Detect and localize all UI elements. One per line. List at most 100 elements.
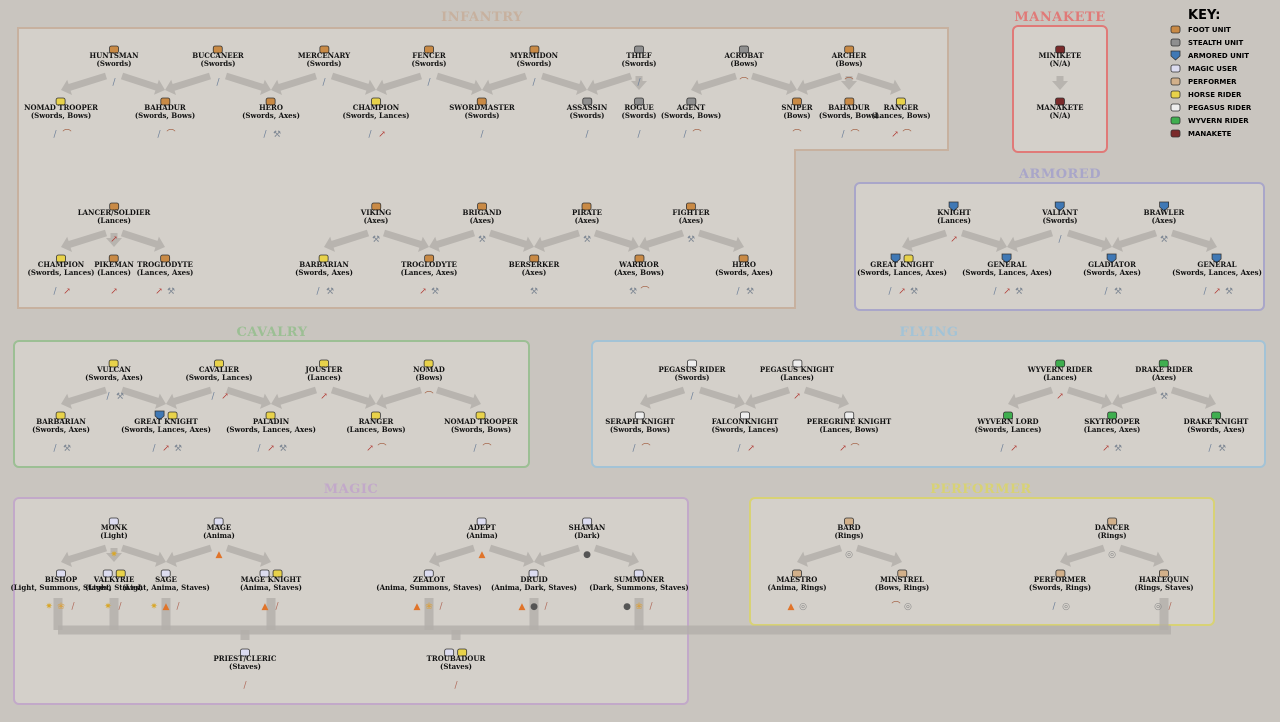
lance-icon: ↗ [155, 287, 163, 297]
class-icons [226, 406, 316, 420]
class-node: BARBARIAN(Swords, Axes)/⚒ [295, 249, 353, 297]
weapon-icons: /⚒ [715, 279, 773, 297]
class-name: BRIGAND [462, 208, 502, 217]
class-name: BAHADUR [828, 103, 870, 112]
class-icons [605, 406, 675, 420]
promotion-arrow [429, 544, 475, 567]
class-name: MANAKETE [1036, 103, 1084, 112]
foot-icon [424, 254, 434, 263]
class-node: SAGE(Light, Anima, Staves)✷▲/ [122, 564, 210, 612]
class-weapons: (Bows) [783, 111, 811, 120]
promotion-arrow [1007, 229, 1053, 252]
magic-panel [13, 497, 689, 705]
class-node: DRAKE KNIGHT(Swords, Axes)/⚒ [1184, 406, 1249, 454]
class-icons [24, 92, 98, 106]
wyvern-icon [1003, 411, 1013, 420]
class-weapons: (Swords, Bows) [818, 111, 880, 120]
lance-icon: ↗ [1102, 444, 1110, 454]
horse-icon [457, 648, 468, 657]
weapon-icons: / [622, 70, 657, 88]
magic-icon [634, 569, 644, 578]
class-name: FENCER [412, 51, 446, 60]
foot-icon [634, 254, 644, 263]
foot-icon [477, 202, 487, 211]
horse-icon [371, 411, 381, 420]
weapon-icons: / [622, 122, 657, 140]
sword-icon: / [53, 444, 57, 454]
class-weapons: (Swords, Axes) [1083, 268, 1141, 277]
class-name: HERO [732, 260, 756, 269]
class-node: ACROBAT(Bows)⌒ [724, 40, 764, 88]
class-weapons: (Swords, Lances, Axes) [1172, 268, 1262, 277]
horse-icon [319, 254, 329, 263]
sword-icon: / [53, 130, 57, 140]
class-weapons: (Swords) [464, 111, 500, 120]
class-weapons: (Lances) [97, 216, 131, 225]
class-name: MINIKETE [1038, 51, 1082, 60]
class-icons [509, 249, 560, 263]
promotion-arrow [1171, 229, 1217, 252]
foot-icon [529, 254, 539, 263]
class-name: VALKYRIE [93, 575, 135, 584]
class-icons [203, 512, 235, 526]
pegasus-icon [635, 411, 645, 420]
armored-icon [154, 410, 165, 421]
class-node: SERAPH KNIGHT(Swords, Bows)/⌒ [605, 406, 675, 454]
class-weapons: (Swords) [200, 59, 236, 68]
class-node: SUMMONER(Dark, Summons, Staves)●❀/ [589, 564, 689, 612]
stealth-icon [582, 97, 592, 106]
axe-icon: ⚒ [745, 287, 755, 297]
class-weapons: (Dark) [574, 531, 600, 540]
promotion-arrow [61, 544, 107, 567]
bow-icon: ⌒ [62, 130, 72, 140]
weapon-icons: /↗ [712, 436, 779, 454]
class-node: AGENT(Swords, Bows)/⌒ [661, 92, 721, 140]
weapon-icons: / [659, 384, 726, 402]
class-name: BUCCANEER [192, 51, 244, 60]
weapon-icons: ●❀/ [589, 594, 688, 612]
weapon-icons: /⌒ [135, 122, 195, 140]
dark-icon: ● [583, 550, 591, 560]
class-name: ASSASSIN [566, 103, 608, 112]
pegasus-icon [740, 411, 750, 420]
class-icons [672, 197, 709, 211]
weapon-icons: /↗⚒ [121, 436, 211, 454]
class-name: SERAPH KNIGHT [605, 417, 675, 426]
class-name: PERFORMER [1033, 575, 1087, 584]
weapon-icons: /⌒ [24, 122, 98, 140]
class-icons [343, 92, 410, 106]
class-icons [361, 197, 391, 211]
infantry-title: INFANTRY [441, 10, 523, 25]
promotion-arrow [855, 72, 901, 95]
weapon-icons: / [90, 70, 139, 88]
class-icons [463, 197, 502, 211]
armored-icon [1055, 201, 1065, 212]
class-name: GLADIATOR [1088, 260, 1136, 269]
class-name: GENERAL [1197, 260, 1237, 269]
stealth-icon [634, 97, 644, 106]
weapon-icons: ▲ [203, 542, 235, 560]
weapon-icons: /⚒ [1184, 436, 1249, 454]
weapon-icons: ✷▲/ [122, 594, 210, 612]
class-node: FENCER(Swords)/ [412, 40, 446, 88]
legend-label: HORSE RIDER [1188, 90, 1242, 99]
class-weapons: (Anima) [466, 531, 498, 540]
promotion-arrow [841, 76, 857, 90]
anima-icon: ▲ [518, 602, 526, 612]
class-weapons: (Lances, Axes) [400, 268, 458, 277]
class-weapons: (Lances, Bows) [819, 425, 879, 434]
pegasus-icon [792, 359, 802, 368]
class-name: SAGE [155, 575, 177, 584]
weapon-icons: /⚒ [295, 279, 353, 297]
class-name: BRAWLER [1143, 208, 1185, 217]
class-name: MAGE [206, 523, 232, 532]
class-icons [832, 40, 867, 54]
class-name: NOMAD [413, 365, 445, 374]
class-name: THIEF [626, 51, 652, 60]
summon-icon: ❀ [425, 602, 433, 612]
class-weapons: (Axes, Bows) [613, 268, 665, 277]
class-icons [401, 249, 458, 263]
axe-icon: ⚒ [62, 444, 72, 454]
bow-icon: ⌒ [844, 78, 854, 88]
